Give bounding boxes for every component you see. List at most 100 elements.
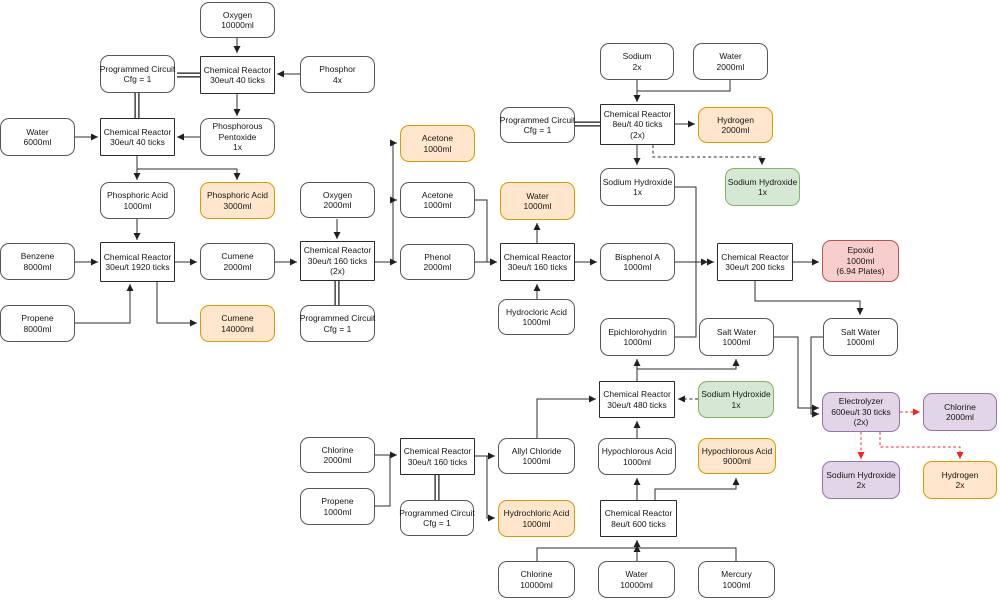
node-label-line: 10000ml [520,579,553,590]
node-label-line: (2x) [330,266,345,277]
node-label-line: 1000ml [846,255,875,266]
node-label-line: Chemical Reactor [503,251,572,262]
node-label-line: 10000ml [221,20,254,30]
node-label-line: Water [526,190,549,201]
edge-mercury-join-reactor-hypo [637,547,737,561]
node-label-line: Water [625,569,648,579]
edge-reactor-cumene-to-cumene14000 [156,282,197,327]
node-label-line: 14000ml [221,323,254,334]
node-label-line: 6000ml [23,137,52,147]
node-label-line: Propene [21,313,54,323]
node-label-line: Hydrochloric Acid [503,508,570,518]
node-label-line: Chemical Reactor [604,508,673,518]
node-label-line: 600eu/t 30 ticks [831,406,891,417]
node-label-line: 1x [633,187,642,197]
node-label-line: 30eu/t 160 ticks [307,255,368,266]
node-label-line: Pentoxide [218,131,257,142]
node-label-line: Sodium Hydroxide [701,389,771,399]
node-label-line: 30eu/t 480 ticks [607,399,667,410]
node-label-line: Cfg = 1 [123,74,152,84]
node-label-line: 2000ml [716,61,745,72]
node-label-line: Oxygen [322,189,353,200]
node-label-line: 1000ml [123,200,152,211]
node-label-line: Chemical Reactor [403,446,472,456]
node-label-line: Epichlorohydrin [608,326,667,337]
node-label-line: 30eu/t 1920 ticks [105,262,170,272]
node-label-line: 2x [856,480,866,490]
node-label-line: Programmed Circuit [399,507,475,518]
node-label-line: 1000ml [522,456,551,466]
node-label-line: Phenol [424,251,451,262]
node-label-line: Cumene [221,251,254,261]
node-label-line: Sodium Hydroxide [602,176,673,187]
node-label-line: 1000ml [522,518,551,529]
node-label-line: Electrolyzer [838,396,884,407]
node-label-line: 1000ml [522,317,551,327]
edge-salt-water-2-to-electrolyzer [810,336,823,418]
node-label-line: 2000ml [323,200,352,210]
node-label-line: (2x) [630,129,645,140]
node-label-line: 1x [233,142,242,153]
node-label-line: 1x [758,187,767,197]
node-label-line: Hydrogen [717,114,754,125]
node-label-line: Water [26,126,49,137]
node-label-line: Phosphoric Acid [107,190,168,200]
node-label-line: 30eu/t 160 ticks [507,262,568,272]
node-label-line: Cfg = 1 [323,323,352,334]
edge-reactor-phosphoric-to-acid3000 [137,168,241,180]
node-label-line: Bisphenol A [615,251,660,262]
node-label-line: Hypochlorous Acid [701,445,773,456]
edge-reactor-naoh-to-naoh-buffer [652,145,766,165]
node-label-line: 1000ml [423,200,452,210]
node-label-line: 1000ml [722,579,751,590]
node-label-line: Cfg = 1 [523,125,552,135]
edge-salt-water-1-to-electrolyzer [774,336,819,412]
node-label-line: 3000ml [223,200,252,211]
node-label-line: 1000ml [846,337,875,347]
node-label-line: 8eu/t 40 ticks [612,119,663,130]
node-label-line: Programmed Circuit [299,313,376,323]
node-label-line: Mercury [721,569,752,579]
node-label-line: 1000ml [423,143,452,154]
node-label-line: Hypochlorous Acid [601,446,673,456]
node-label-line: Oxygen [222,9,253,20]
node-label-line: Chlorine [520,569,553,579]
node-label-line: 1000ml [722,337,751,347]
node-label-line: 30eu/t 160 ticks [407,456,468,467]
node-label-line: 30eu/t 40 ticks [110,137,165,147]
node-label-line: Hydrogen [941,469,979,480]
node-label-line: Epoxid [847,245,874,256]
node-label-line: Chlorine [944,401,976,412]
node-label-line: Chemical Reactor [203,64,272,75]
node-label-line: 9000ml [723,456,751,466]
